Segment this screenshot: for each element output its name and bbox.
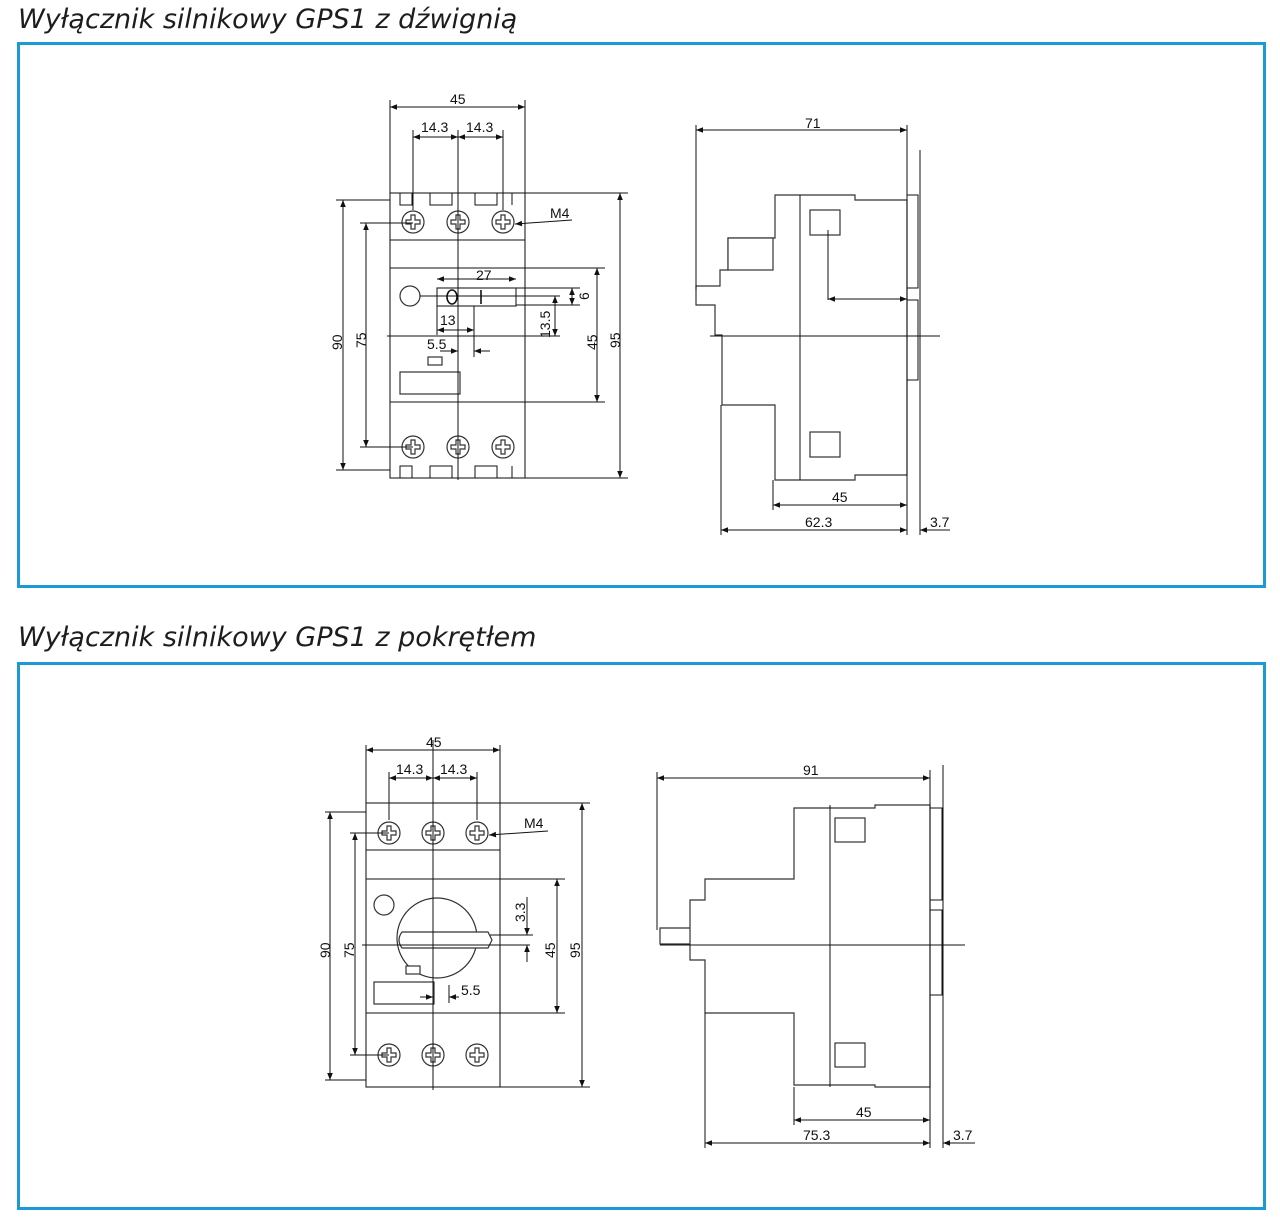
- dim-depth-body: 62.3: [805, 514, 832, 530]
- front-view: 45 14.3 14.3 M4 90 75 95 45 3.3 5.5: [317, 734, 590, 1090]
- side-view: 91 45 75.3 3.7: [656, 762, 975, 1148]
- side-view: 71 45 62.3 3.7: [695, 115, 950, 535]
- screw-label: M4: [524, 815, 544, 831]
- dim-middle-45: 45: [542, 942, 558, 958]
- dim-lever-height: 6: [576, 292, 592, 300]
- dim-height-95: 95: [607, 332, 623, 348]
- dim-width: 45: [450, 91, 466, 107]
- dim-middle-45: 45: [584, 334, 600, 350]
- dim-height-75: 75: [341, 942, 357, 958]
- dim-height-75: 75: [353, 332, 369, 348]
- dim-depth-body: 75.3: [803, 1127, 830, 1143]
- dim-depth-total: 91: [803, 762, 819, 778]
- dim-center-offset: 5.5: [427, 336, 447, 352]
- dim-rail-offset: 3.7: [930, 514, 950, 530]
- dim-rail-offset: 3.7: [953, 1127, 973, 1143]
- dim-height-90: 90: [317, 942, 333, 958]
- dim-width: 45: [426, 734, 442, 750]
- dim-knob-offset: 3.3: [512, 902, 528, 922]
- dim-depth-total: 71: [805, 115, 821, 131]
- drawing-panel-knob: 45 14.3 14.3 M4 90 75 95 45 3.3 5.5: [17, 662, 1266, 1210]
- dim-center-offset: 5.5: [461, 982, 481, 998]
- dim-rail-width: 45: [832, 489, 848, 505]
- front-view: 45 14.3 14.3 M4 90 75 95 45 27 6 13.5 13…: [329, 91, 628, 480]
- screw-label: M4: [550, 205, 570, 221]
- dim-pitch-left: 14.3: [396, 761, 423, 777]
- dim-rail-width: 45: [856, 1104, 872, 1120]
- dim-height-95: 95: [567, 942, 583, 958]
- dim-height-90: 90: [329, 334, 345, 350]
- dim-pitch-right: 14.3: [440, 761, 467, 777]
- dim-pitch-left: 14.3: [421, 119, 448, 135]
- section-title-lever: Wyłącznik silnikowy GPS1 z dźwignią: [18, 4, 518, 35]
- technical-drawing-knob: 45 14.3 14.3 M4 90 75 95 45 3.3 5.5: [317, 734, 975, 1148]
- dim-pitch-right: 14.3: [466, 119, 493, 135]
- section-title-knob: Wyłącznik silnikowy GPS1 z pokrętłem: [18, 622, 537, 653]
- dim-lever-offset-h: 13: [440, 312, 456, 328]
- drawing-panel-lever: 45 14.3 14.3 M4 90 75 95 45 27 6 13.5 13…: [17, 42, 1266, 588]
- dim-lever-offset-v: 13.5: [537, 311, 553, 338]
- dim-lever-width: 27: [476, 267, 492, 283]
- technical-drawing-lever: 45 14.3 14.3 M4 90 75 95 45 27 6 13.5 13…: [329, 91, 950, 535]
